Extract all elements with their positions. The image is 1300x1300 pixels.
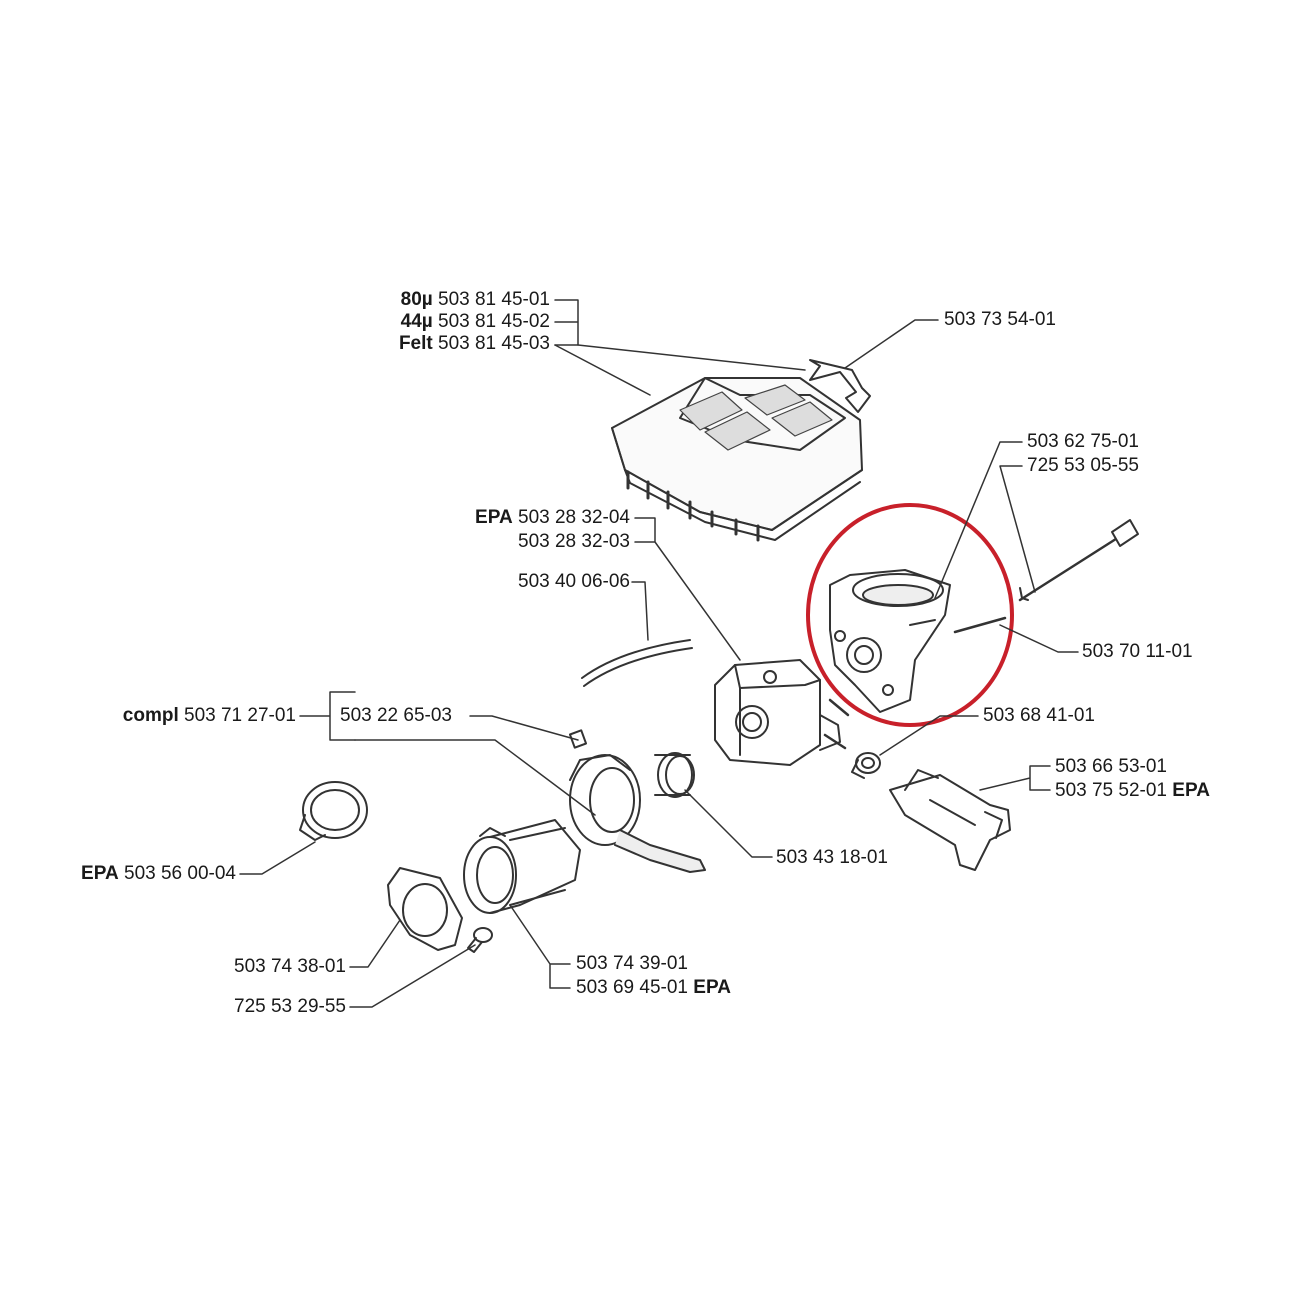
carburetor-drawing: [714, 659, 850, 766]
intake-adapter-drawing: [829, 569, 951, 713]
label-fuel-hose: 503 40 06-06: [518, 571, 630, 592]
intake-boot-drawing: [463, 819, 581, 914]
short-screw-drawing: [467, 927, 493, 953]
gasket-drawing: [387, 867, 463, 951]
label-compl: compl 503 71 27-01: [122, 705, 296, 726]
highlight-circle: [806, 503, 1014, 727]
clamp-drawing: [299, 781, 368, 841]
choke-drawing: [889, 769, 1011, 871]
label-boot-2: 503 69 45-01 EPA: [576, 977, 731, 998]
label-ring: 503 43 18-01: [776, 847, 888, 868]
bracket-drawing: [568, 729, 706, 873]
ring-drawing: [654, 752, 695, 798]
label-choke-1: 503 66 53-01: [1055, 756, 1167, 777]
fuel-hose-drawing: [581, 639, 691, 679]
label-carb: 503 28 32-03: [518, 531, 630, 552]
label-carb-epa: EPA 503 28 32-04: [475, 507, 630, 528]
label-clamp-epa: EPA 503 56 00-04: [81, 863, 236, 884]
nut-drawing: [851, 752, 881, 779]
long-screw-drawing: [953, 519, 1139, 634]
label-screw-long: 725 53 05-55: [1027, 455, 1139, 476]
label-choke-2: 503 75 52-01 EPA: [1055, 780, 1210, 801]
label-filter-80: 80µ 503 81 45-01: [400, 289, 550, 310]
label-screw-short: 725 53 29-55: [234, 996, 346, 1017]
label-rod: 503 70 11-01: [1082, 641, 1193, 662]
label-filter-44: 44µ 503 81 45-02: [400, 311, 550, 332]
label-intake-adapter: 503 62 75-01: [1027, 431, 1139, 452]
air-filter-drawing: [611, 359, 871, 542]
label-cover: 503 73 54-01: [944, 309, 1056, 330]
label-nut: 503 68 41-01: [983, 705, 1095, 726]
label-filter-felt: Felt 503 81 45-03: [398, 333, 550, 354]
label-gasket: 503 74 38-01: [234, 956, 346, 977]
label-bracket: 503 22 65-03: [340, 705, 452, 726]
label-boot-1: 503 74 39-01: [576, 953, 688, 974]
